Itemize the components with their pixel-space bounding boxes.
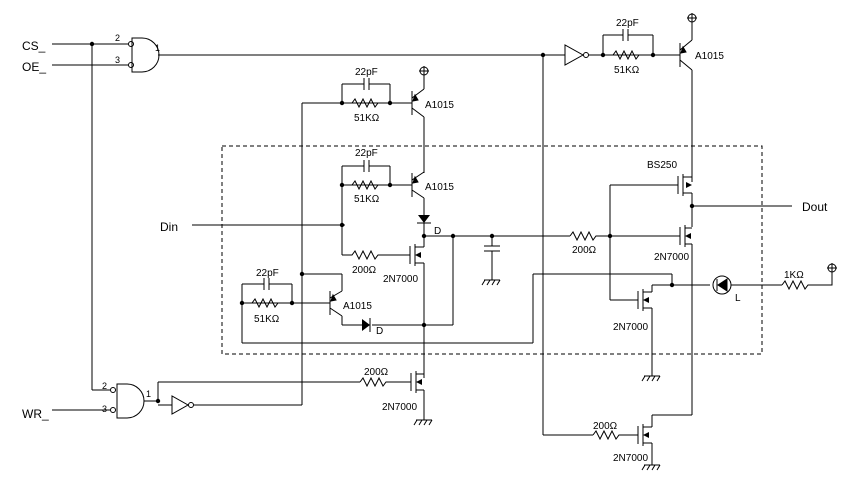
led-resistor-label: 1KΩ <box>784 270 804 281</box>
input-wires <box>52 43 345 411</box>
pmos-bs250 <box>677 174 792 227</box>
output-gate-resistor <box>569 184 680 300</box>
drive-node-wires <box>372 235 570 378</box>
nmos-output-label: 2N7000 <box>654 252 689 263</box>
bottom-gate-pin-1: 1 <box>146 389 151 399</box>
cs-junction <box>89 41 95 47</box>
led-resistor <box>781 263 837 291</box>
nmos-write <box>359 371 433 426</box>
din-label: Din <box>160 220 178 234</box>
nmos1-label: 2N7000 <box>383 274 418 285</box>
top-right-vcc <box>687 13 697 23</box>
pmos-label: BS250 <box>647 160 677 171</box>
pnp2-rc <box>301 78 412 405</box>
nmos-enable-resistor-label: 200Ω <box>593 421 618 432</box>
pnp3-transistor <box>411 171 425 215</box>
top-inverter <box>564 44 589 66</box>
pnp3-resistor-label: 51KΩ <box>354 194 380 205</box>
top-gate <box>128 37 160 73</box>
nmos1 <box>342 244 425 325</box>
pnp3-label: A1015 <box>425 182 454 193</box>
nmos-write-resistor-label: 200Ω <box>364 367 389 378</box>
bottom-gate-pin-2: 2 <box>102 381 107 391</box>
pnp4-transistor <box>302 273 362 326</box>
nmos-enable <box>592 414 692 471</box>
pnp4-rc <box>241 278 330 343</box>
led <box>712 275 782 295</box>
pnp2-resistor-label: 51KΩ <box>354 113 380 124</box>
bottom-gate <box>110 383 145 419</box>
nmos-write-label: 2N7000 <box>382 402 417 413</box>
nmos1-resistor-label: 200Ω <box>352 265 377 276</box>
pnp4-cap-label: 22pF <box>256 268 279 279</box>
dout-label: Dout <box>802 200 828 214</box>
output-gate-resistor-label: 200Ω <box>572 245 597 256</box>
filter-cap <box>481 236 501 286</box>
top-right-pnp <box>679 22 693 182</box>
pnp3-rc <box>341 160 412 255</box>
pnp2-cap-label: 22pF <box>355 67 378 78</box>
top-gate-pin-1: 1 <box>155 43 160 53</box>
pnp3-cap-label: 22pF <box>355 148 378 159</box>
pnp2-label: A1015 <box>425 100 454 111</box>
cs-label: CS_ <box>22 39 46 53</box>
wr-label: WR_ <box>22 407 49 421</box>
diode-bottom-label: D <box>376 326 383 337</box>
diode-bottom <box>362 318 371 332</box>
pnp4-resistor-label: 51KΩ <box>254 314 280 325</box>
driver-enclosure <box>221 145 763 355</box>
pnp2-transistor <box>411 66 429 173</box>
bottom-gate-wires <box>144 381 360 415</box>
diode-top <box>417 215 431 244</box>
top-right-pnp-label: A1015 <box>695 51 724 62</box>
led-label: L <box>735 293 741 304</box>
enable-feedback-wires <box>242 55 673 436</box>
top-gate-pin-2: 2 <box>115 33 120 43</box>
nmos-led-label: 2N7000 <box>613 322 648 333</box>
pnp4-label: A1015 <box>343 301 372 312</box>
nmos-enable-label: 2N7000 <box>613 453 648 464</box>
top-right-cap-label: 22pF <box>616 18 639 29</box>
top-gate-pin-3: 3 <box>115 55 120 65</box>
oe-label: OE_ <box>22 60 46 74</box>
diode-top-label: D <box>434 226 441 237</box>
bottom-gate-pin-3: 3 <box>102 404 107 414</box>
nmos-led <box>610 284 710 382</box>
top-right-resistor-label: 51KΩ <box>614 65 640 76</box>
